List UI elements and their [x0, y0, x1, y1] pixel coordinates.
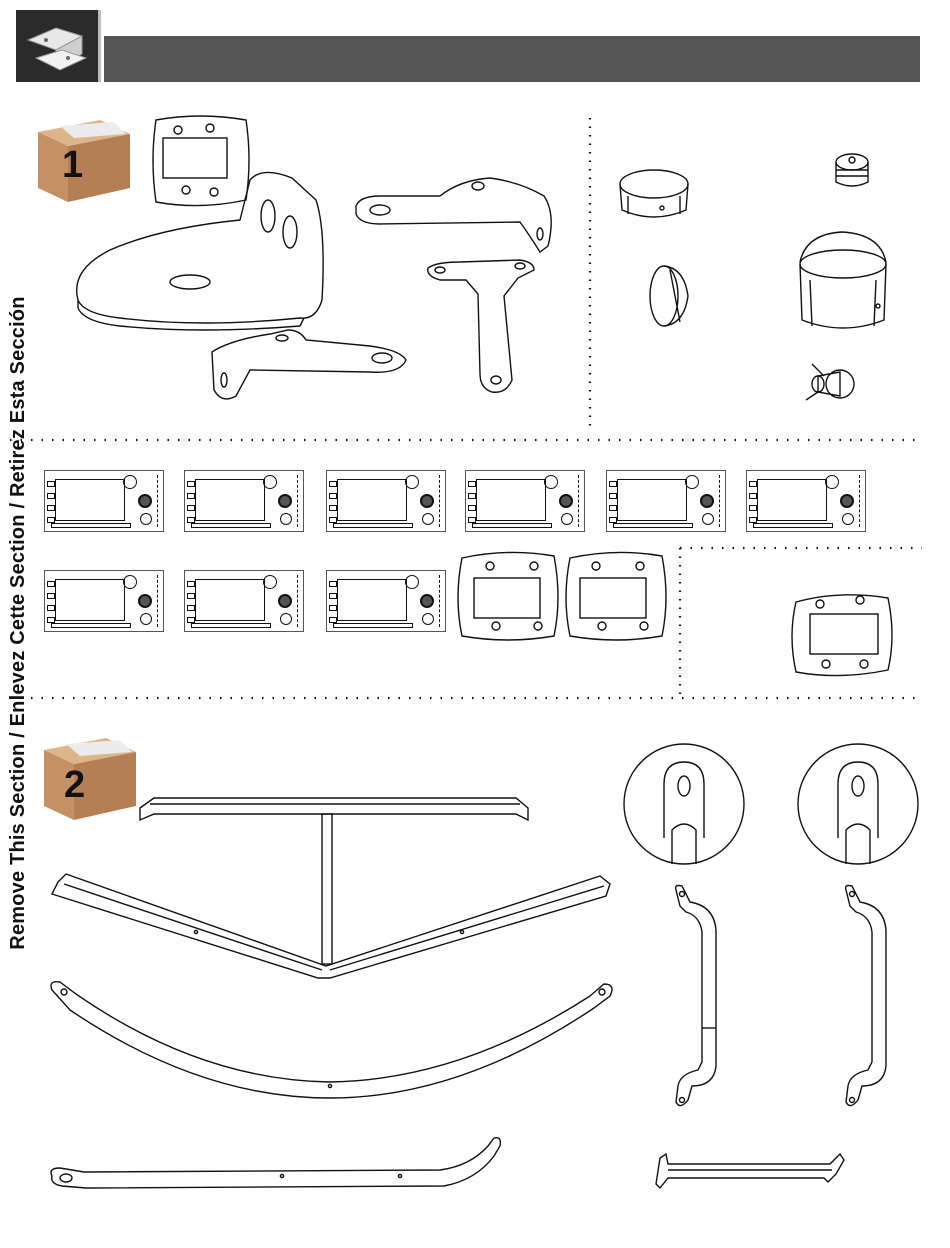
hardware-bag-row2-a-icon: [458, 552, 558, 640]
hardware-card: [184, 570, 304, 632]
plug-insert-icon: [650, 266, 688, 326]
t-bracket-icon: [428, 260, 534, 392]
end-cap-large-icon: [620, 170, 688, 217]
short-crossbar-icon: [656, 1154, 844, 1188]
hardware-bag-top-icon: [153, 116, 249, 206]
hardware-card: [326, 470, 446, 532]
t-frame-icon: [140, 798, 528, 964]
hardware-card: [326, 570, 446, 632]
hardware-bag-row2-b-icon: [566, 552, 666, 640]
hardware-card: [606, 470, 726, 532]
handle-left-icon: [676, 886, 716, 1106]
hardware-card: [465, 470, 585, 532]
hardware-bag-right-icon: [792, 595, 892, 676]
v-frame-icon: [52, 874, 610, 978]
end-cap-dome-icon: [800, 232, 886, 328]
detail-circle-left-icon: [624, 744, 744, 864]
bracket-a-icon: [356, 178, 551, 252]
hardware-card: [44, 570, 164, 632]
hardware-card: [44, 470, 164, 532]
screw-plug-icon: [836, 154, 868, 186]
wing-nut-icon: [806, 364, 854, 400]
large-l-bracket-icon: [77, 172, 323, 330]
detail-circle-right-icon: [798, 744, 918, 864]
arched-tube-icon: [51, 982, 612, 1098]
bracket-b-icon: [212, 330, 406, 399]
hardware-card: [184, 470, 304, 532]
bent-tube-icon: [51, 1138, 500, 1188]
handle-right-icon: [846, 886, 886, 1106]
hardware-card: [746, 470, 866, 532]
